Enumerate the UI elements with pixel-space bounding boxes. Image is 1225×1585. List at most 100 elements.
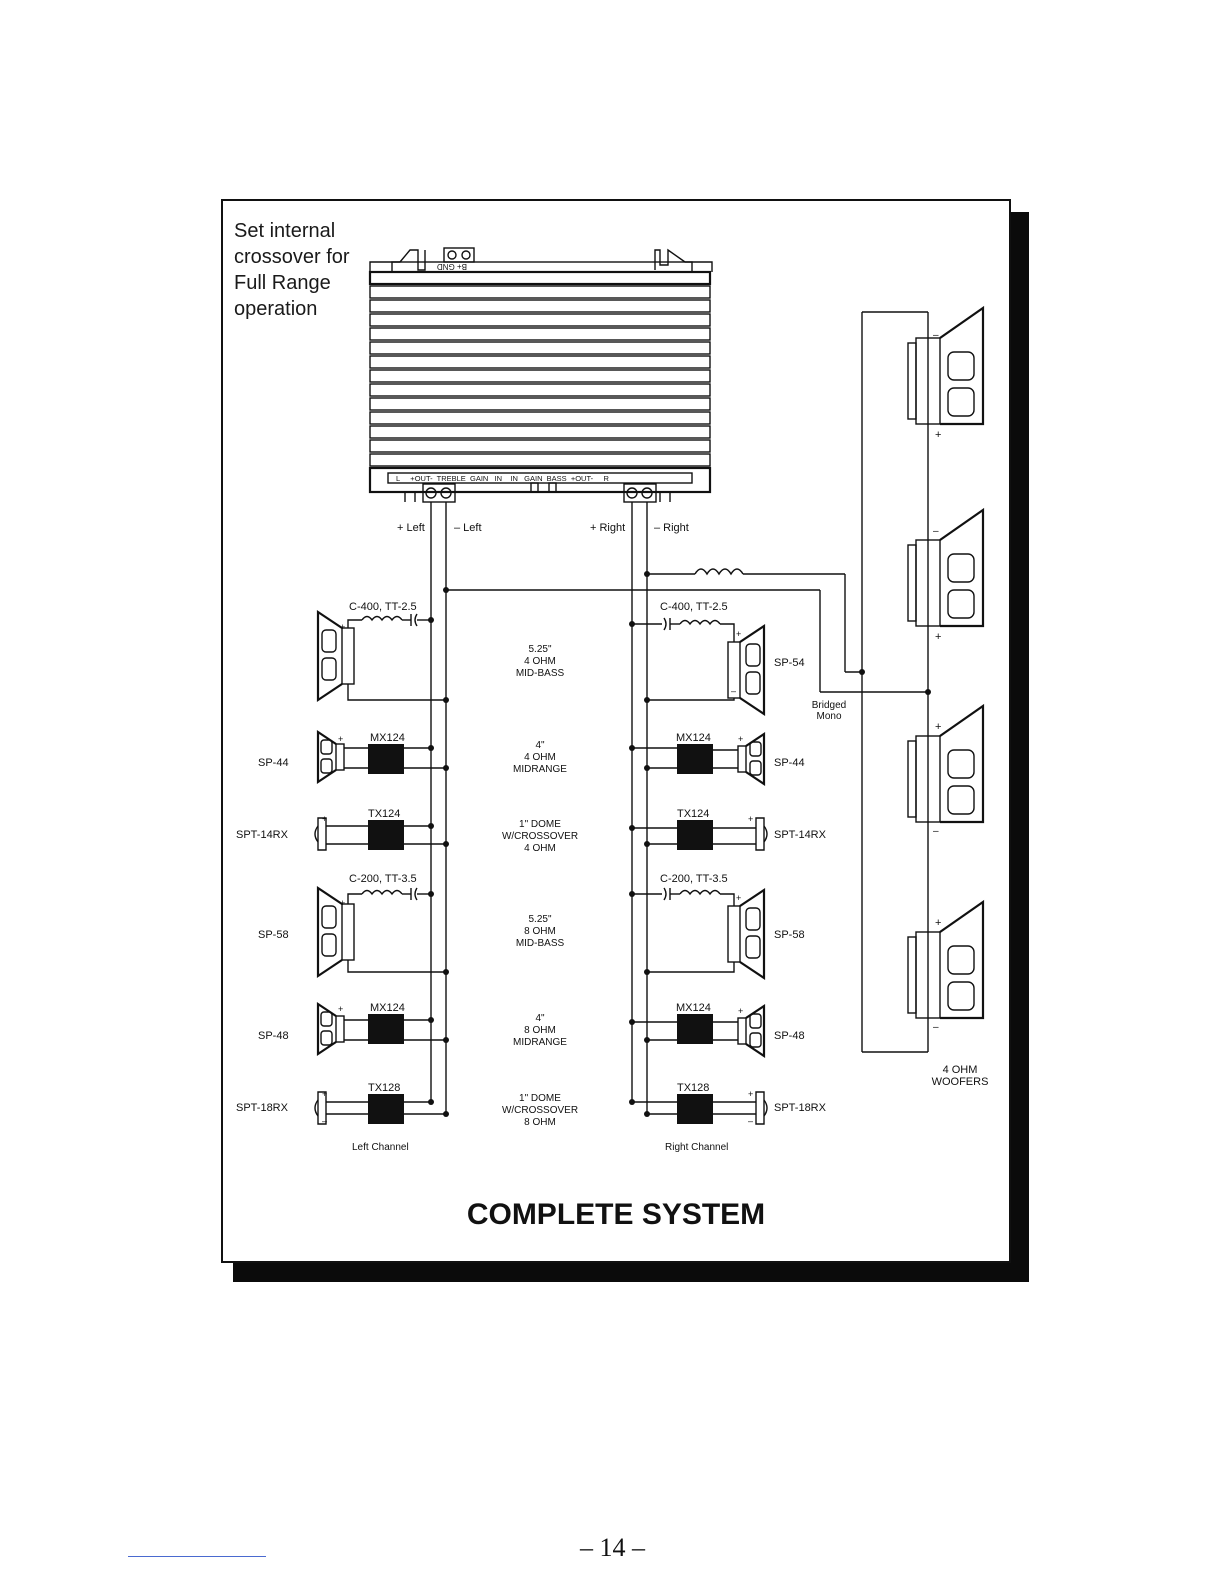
woofer-cone (939, 899, 985, 1020)
cone-panel (749, 741, 762, 757)
terminal-screw (425, 487, 437, 499)
polarity-minus: – (748, 1116, 753, 1126)
woofer-cone-panel (947, 945, 975, 975)
diagram-frame (221, 199, 1011, 1263)
terminal-screw (447, 250, 457, 260)
junction-dot (428, 823, 434, 829)
coil-icon (679, 619, 721, 626)
woofer-1: – + (907, 305, 985, 441)
speaker-body (737, 745, 747, 773)
junction-dot (629, 891, 635, 897)
woofer-2: – + (907, 507, 985, 643)
cone-panel (321, 657, 337, 681)
left-midbass-sp58: + C-200, TT-3.5 SP-58 (258, 873, 449, 979)
amp-foot-right (659, 491, 671, 502)
polarity-plus: + (935, 631, 941, 643)
speaker-cone (316, 729, 337, 785)
polarity-plus: + (935, 917, 941, 929)
woofer-cone (939, 507, 985, 628)
woofers-label: WOOFERS (932, 1076, 989, 1088)
description-line: MIDRANGE (513, 1037, 567, 1048)
wire (347, 893, 362, 904)
speaker-body (737, 1017, 747, 1045)
polarity-minus: – (933, 1022, 939, 1033)
bottom-terminal-labels: L +OUT- TREBLE GAIN IN IN GAIN BASS +OUT… (396, 474, 610, 483)
speaker-body (335, 1015, 345, 1043)
cone-panel (745, 671, 761, 695)
polarity-plus: + (935, 721, 941, 733)
woofer-body (915, 337, 941, 425)
description-line: 5.25" (528, 914, 551, 925)
junction-dot (428, 745, 434, 751)
polarity-minus: – (731, 686, 736, 696)
junction-dot (644, 841, 650, 847)
page-number: – 14 – (580, 1533, 645, 1562)
left-midrange-sp44: + MX124 SP-44 (258, 729, 449, 785)
junction-dot (428, 1099, 434, 1105)
polarity-plus: + (340, 898, 345, 908)
polarity-plus: + (736, 893, 741, 903)
crossover-box (677, 1094, 713, 1124)
woofer-cone-panel (947, 553, 975, 583)
plus-left-label: + Left (397, 522, 425, 534)
speaker-label: SP-54 (774, 657, 805, 669)
crossover-box (677, 744, 713, 774)
speaker-label: SPT-14RX (236, 829, 289, 841)
crossover-note: Set internal crossover for Full Range op… (234, 218, 350, 322)
junction-dot (629, 1099, 635, 1105)
speaker-label: SP-44 (774, 757, 805, 769)
woofer-cone-panel (947, 351, 975, 381)
heatsink-fin (369, 313, 711, 327)
center-descriptions: 5.25" 4 OHM MID-BASS 4" 4 OHM MIDRANGE 1… (502, 644, 578, 1128)
description-line: 4 OHM (524, 843, 556, 854)
bottom-terminal-strip (387, 472, 693, 484)
description-line: 1" DOME (519, 819, 561, 830)
tweeter-dome (763, 1099, 768, 1117)
woofer-cone-panel (947, 589, 975, 619)
coil-icon (361, 889, 403, 896)
junction-dot (644, 571, 650, 577)
polarity-plus: + (748, 1089, 753, 1099)
terminal-screw (641, 487, 653, 499)
component-label: C-200, TT-3.5 (349, 873, 417, 885)
crossover-box (677, 820, 713, 850)
polarity-minus: – (322, 1116, 327, 1126)
capacitor-icon (414, 887, 418, 901)
terminal-screw (626, 487, 638, 499)
heatsink-fin (369, 355, 711, 369)
junction-dot (428, 1017, 434, 1023)
tweeter-dome (763, 825, 768, 843)
cone-panel (745, 907, 761, 931)
note-line: Full Range (234, 272, 331, 294)
woofer-cone-panel (947, 387, 975, 417)
right-tweeter-spt18rx: + – TX128 SPT-18RX (629, 1082, 827, 1126)
top-terminal-label: B+ GND (437, 262, 467, 271)
speaker-cone (316, 885, 343, 979)
crossover-box (368, 744, 404, 774)
junction-dot (443, 969, 449, 975)
cone-panel (749, 1032, 762, 1048)
woofer-magnet (907, 936, 917, 1014)
description-line: 4 OHM (524, 752, 556, 763)
junction-dot (925, 689, 931, 695)
component-label: MX124 (370, 732, 405, 744)
description-line: 8 OHM (524, 926, 556, 937)
cone-panel (321, 629, 337, 653)
speaker-cone (745, 1003, 766, 1059)
cone-panel (749, 760, 762, 776)
heatsink-fin (369, 369, 711, 383)
right-midbass-sp54: + – C-400, TT-2.5 SP-54 (629, 601, 805, 717)
cone-panel (320, 758, 333, 774)
plus-right-label: + Right (590, 522, 625, 534)
polarity-plus: + (738, 1006, 743, 1016)
description-line: 8 OHM (524, 1025, 556, 1036)
left-tweeter-spt14rx: + TX124 SPT-14RX (236, 808, 449, 851)
amp-mount-left (369, 249, 426, 272)
amp-mount-right (654, 248, 713, 272)
heatsink-fin (369, 299, 711, 313)
amp-base (368, 466, 712, 494)
speaker-cone (739, 623, 766, 717)
crossover-box (368, 820, 404, 850)
heatsink-fin (369, 439, 711, 453)
wire (347, 684, 446, 701)
